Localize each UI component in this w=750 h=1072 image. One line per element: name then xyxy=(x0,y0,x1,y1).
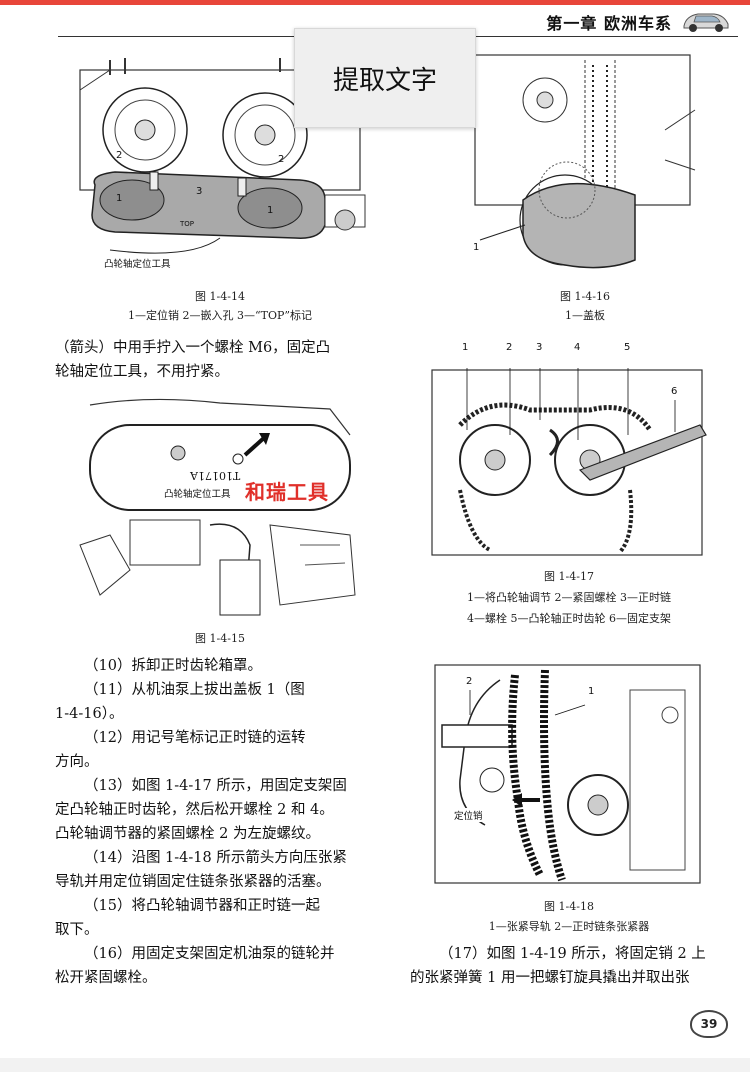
chapter-title: 第一章 欧洲车系 xyxy=(546,14,672,33)
steps-column-left: （10）拆卸正时齿轮箱罩。 （11）从机油泵上拔出盖板 1（图 1-4-16）。… xyxy=(55,654,385,990)
step-14-line2: 导轨并用定位销固定住链条张紧器的活塞。 xyxy=(55,874,331,890)
bottom-bar xyxy=(0,1058,750,1072)
step-13-line1: （13）如图 1-4-17 所示，用固定支架固 xyxy=(84,778,347,794)
figure-1-4-16: 1 xyxy=(465,50,705,275)
callout-1: 1 xyxy=(116,193,123,204)
car-icon xyxy=(680,8,732,34)
callout-2: 2 xyxy=(506,342,513,353)
top-mark: TOP xyxy=(180,220,195,228)
pin-label: 定位销 xyxy=(452,808,485,822)
caption-1-4-14: 图 1-4-14 xyxy=(195,290,245,303)
step-16-line2: 松开紧固螺栓。 xyxy=(55,970,157,986)
legend-1-4-14: 1—定位销 2—嵌入孔 3—“TOP”标记 xyxy=(128,309,312,322)
callout-2: 2 xyxy=(116,150,123,161)
callout-5: 5 xyxy=(624,342,631,353)
step-15-line2: 取下。 xyxy=(55,922,99,938)
figure-1-4-14: 凸轮轴定位工具 1 1 2 2 3 TOP xyxy=(70,50,370,280)
step-17-line2: 的张紧弹簧 1 用一把螺钉旋具撬出并取出张 xyxy=(410,970,690,986)
callout-1: 1 xyxy=(473,242,480,253)
caption-1-4-15: 图 1-4-15 xyxy=(195,632,245,645)
step-11-line1: （11）从机油泵上拔出盖板 1（图 xyxy=(84,682,305,698)
intro-paragraph: （箭头）中用手拧入一个螺栓 M6，固定凸 轮轴定位工具，不用拧紧。 xyxy=(55,336,390,384)
legend-1-4-18: 1—张紧导轨 2—正时链条张紧器 xyxy=(488,920,650,933)
callout-6: 6 xyxy=(671,386,678,397)
tool-stamp: T10171A xyxy=(190,469,241,482)
legend-1-4-17-line2: 4—螺栓 5—凸轮轴正时齿轮 6—固定支架 xyxy=(467,612,671,625)
callout-2: 2 xyxy=(278,154,285,165)
step-17-line1: （17）如图 1-4-19 所示，将固定销 2 上 xyxy=(439,946,706,962)
text-line: （箭头）中用手拧入一个螺栓 M6，固定凸 xyxy=(55,340,331,356)
caption-1-4-16: 图 1-4-16 xyxy=(560,290,610,303)
step-13-line2: 定凸轮轴正时齿轮，然后松开螺栓 2 和 4。 xyxy=(55,802,334,818)
step-12-line2: 方向。 xyxy=(55,754,99,770)
figure-1-4-17: 1 2 3 4 5 6 xyxy=(430,340,708,558)
callout-4: 4 xyxy=(574,342,581,353)
callout-2: 2 xyxy=(466,676,473,687)
legend-1-4-16: 1—盖板 xyxy=(565,309,605,322)
step-13-line3: 凸轮轴调节器的紧固螺栓 2 为左旋螺纹。 xyxy=(55,826,320,842)
legend-1-4-17-line1: 1—将凸轮轴调节 2—紧固螺栓 3—正时链 xyxy=(467,591,671,604)
step-12-line1: （12）用记号笔标记正时链的运转 xyxy=(84,730,306,746)
step-10: （10）拆卸正时齿轮箱罩。 xyxy=(84,658,262,674)
tool-label: 凸轮轴定位工具 xyxy=(102,256,173,270)
page-number: 39 xyxy=(690,1010,728,1038)
figure-1-4-15: T10171A 凸轮轴定位工具 xyxy=(70,395,370,620)
callout-1: 1 xyxy=(588,686,595,697)
top-accent-bar xyxy=(0,0,750,5)
callout-1: 1 xyxy=(267,205,274,216)
callout-1: 1 xyxy=(462,342,469,353)
callout-3: 3 xyxy=(536,342,543,353)
callout-3: 3 xyxy=(196,186,203,197)
watermark: 和瑞工具 xyxy=(245,480,329,504)
step-15-line1: （15）将凸轮轴调节器和正时链一起 xyxy=(84,898,320,914)
figure-1-4-18: 2 1 定位销 xyxy=(430,660,708,888)
extract-text-button[interactable]: 提取文字 xyxy=(294,28,476,128)
caption-1-4-18: 图 1-4-18 xyxy=(544,900,594,913)
step-16-line1: （16）用固定支架固定机油泵的链轮并 xyxy=(84,946,335,962)
caption-1-4-17: 图 1-4-17 xyxy=(544,570,594,583)
steps-column-right: （17）如图 1-4-19 所示，将固定销 2 上 的张紧弹簧 1 用一把螺钉旋… xyxy=(410,942,728,990)
text-line: 轮轴定位工具，不用拧紧。 xyxy=(55,364,229,380)
tool-label: 凸轮轴定位工具 xyxy=(164,489,231,500)
step-14-line1: （14）沿图 1-4-18 所示箭头方向压张紧 xyxy=(84,850,347,866)
step-11-line2: 1-4-16）。 xyxy=(55,706,124,722)
